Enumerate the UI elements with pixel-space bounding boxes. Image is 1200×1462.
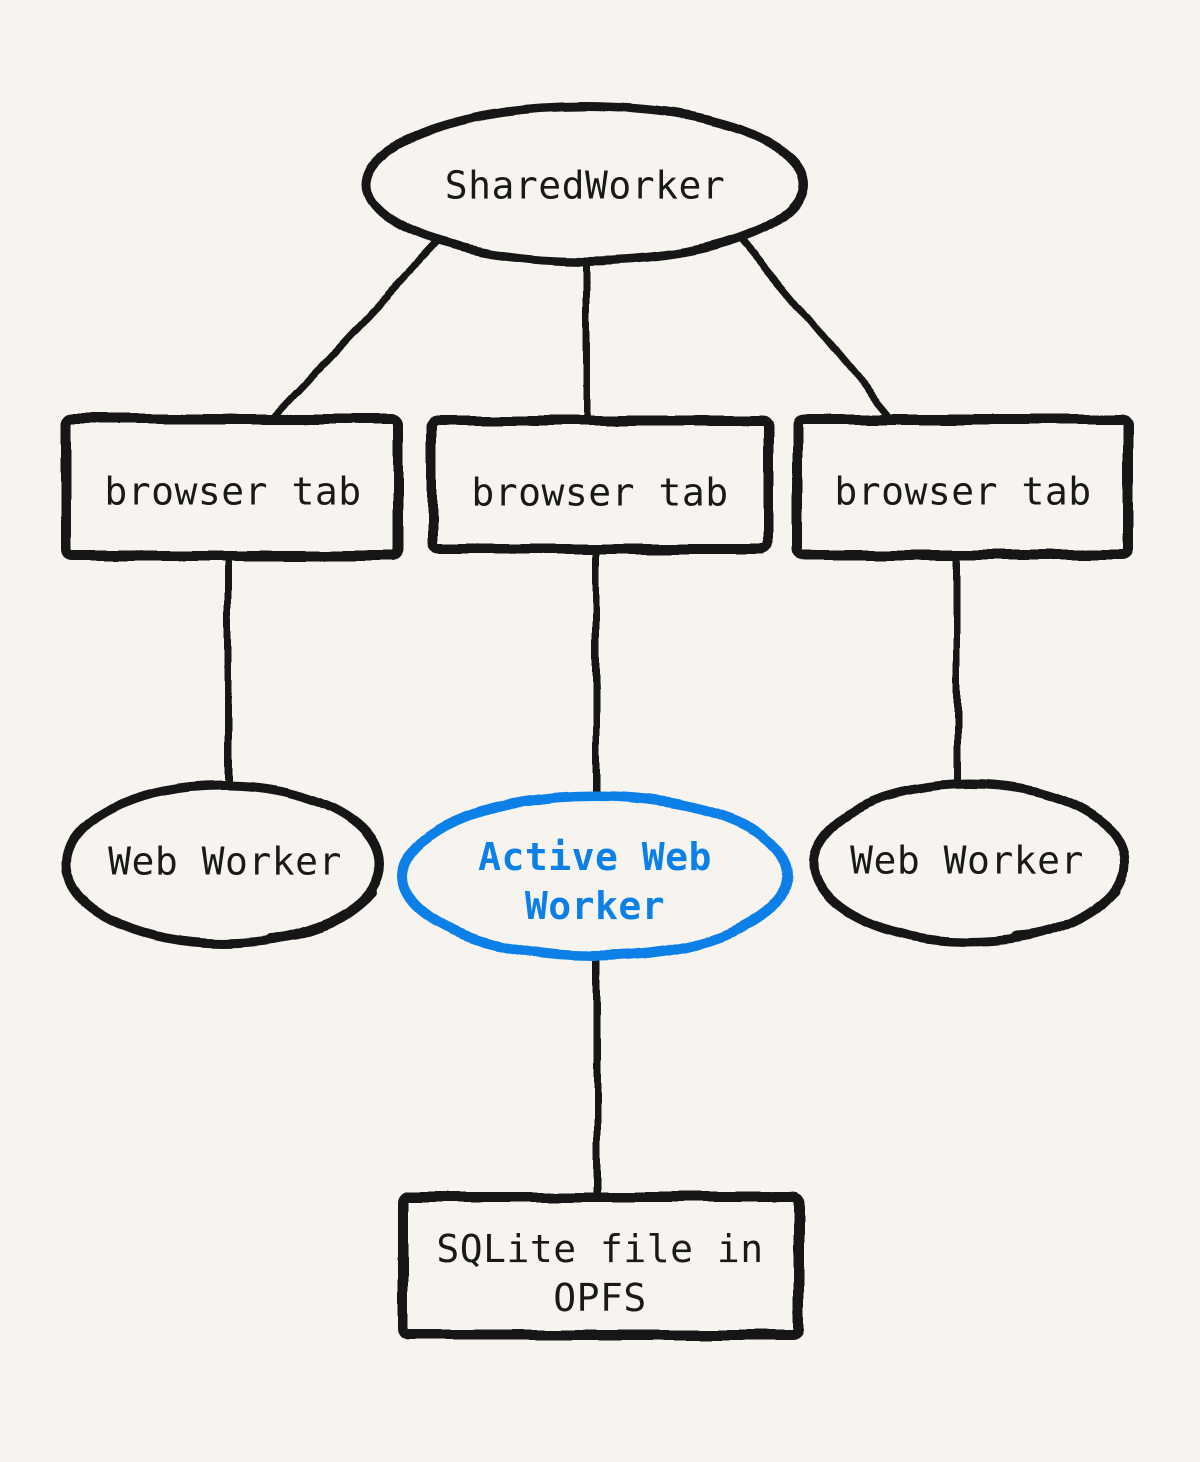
browser-tab-left-label: browser tab [104,469,362,514]
web-worker-right-node [809,779,1129,947]
web-worker-right-stroke-tail [1010,885,1121,941]
active-web-worker-node [397,791,793,961]
edge-sharedworker-tab-left [263,238,441,428]
web-worker-right-label: Web Worker [850,838,1084,883]
edge-sharedworker-tab-right [739,236,900,428]
browser-tab-left-node [61,414,403,560]
web-worker-left-label: Web Worker [108,839,342,884]
browser-tab-center-node [427,416,773,554]
browser-tab-center-label: browser tab [471,470,729,515]
shared-worker-label: SharedWorker [444,163,726,208]
active-web-worker-label: Active Web Worker [478,835,712,928]
browser-tab-right-node [792,414,1133,560]
sqlite-file-node [398,1192,804,1340]
web-worker-left-node [61,780,385,948]
shared-worker-node [361,102,809,266]
sqlite-file-label: SQLite file in OPFS [436,1227,764,1320]
web-worker-left-stroke-tail [265,888,377,943]
browser-tab-right-label: browser tab [834,469,1092,514]
